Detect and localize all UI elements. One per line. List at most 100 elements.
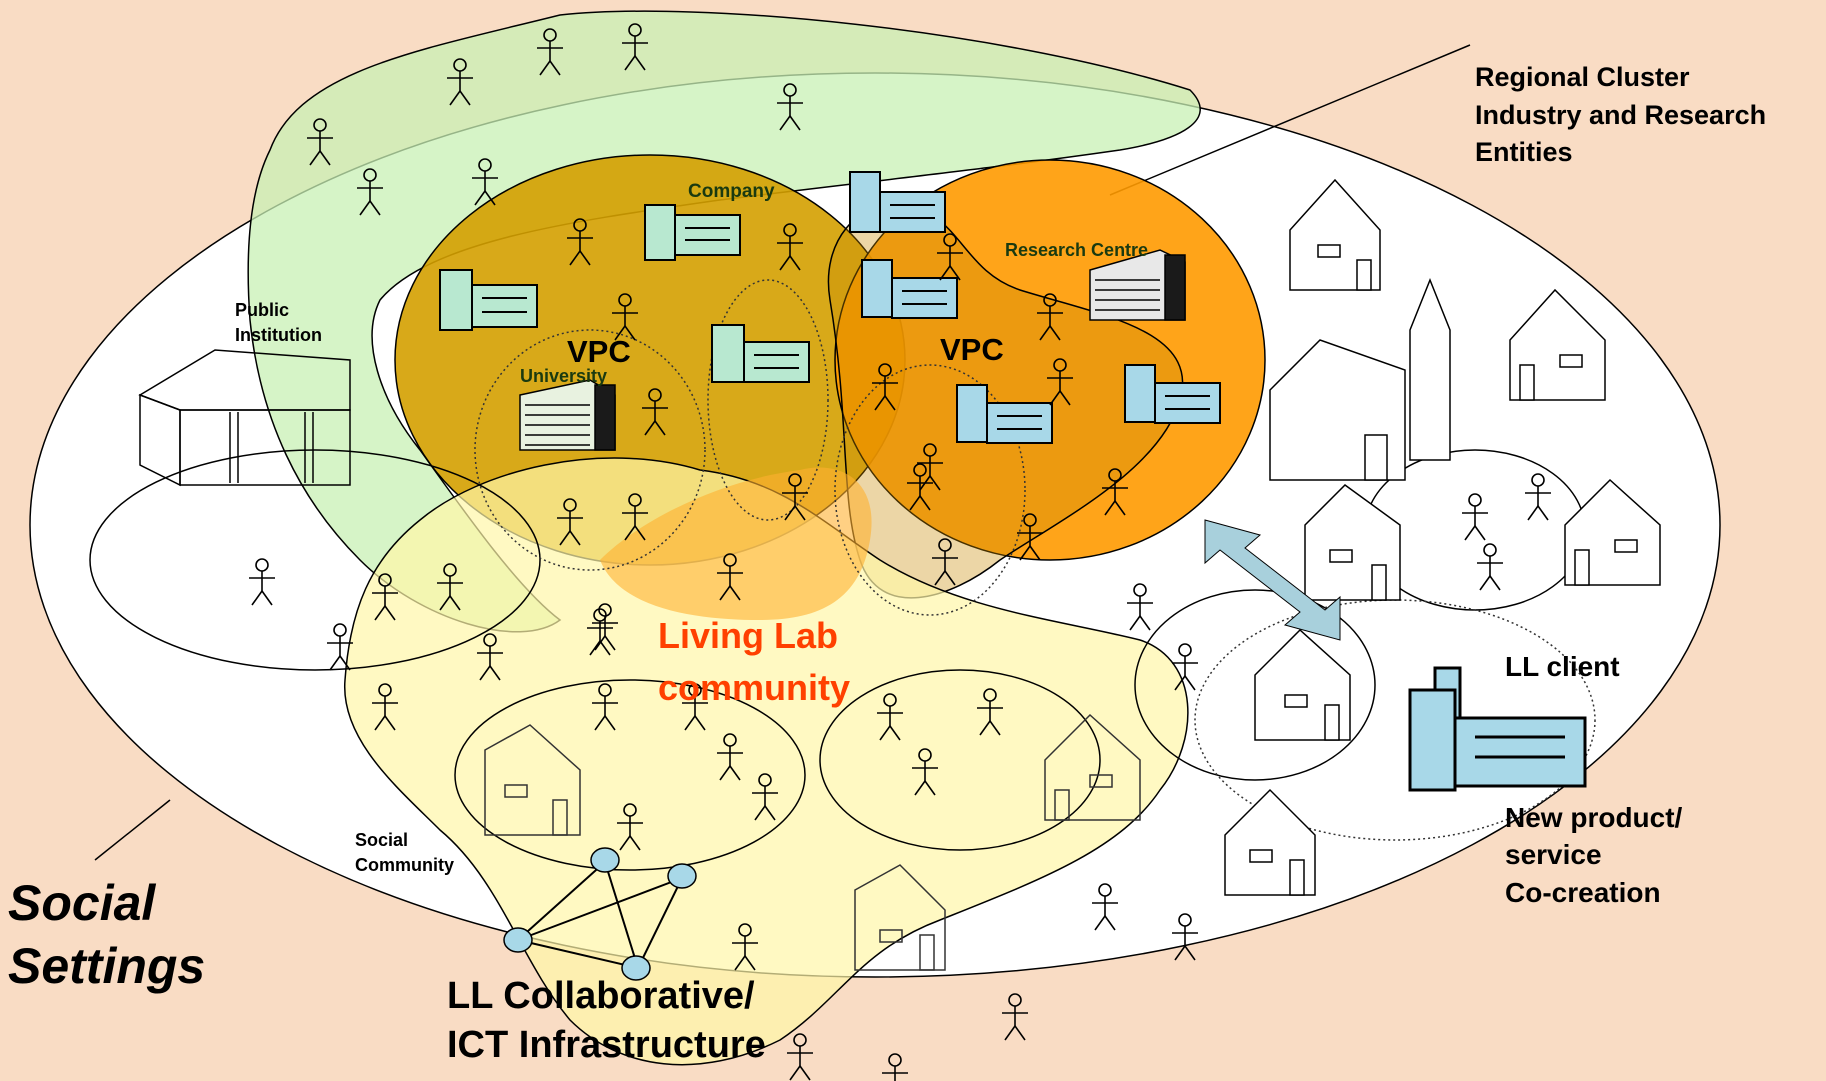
person-icon xyxy=(912,748,938,796)
person-icon xyxy=(937,233,963,281)
co-creation-label-3: Co-creation xyxy=(1505,877,1661,908)
person-icon xyxy=(732,923,758,971)
social-community-ellipse-5 xyxy=(1134,589,1376,781)
company-label: Company xyxy=(688,181,775,202)
ll-client-label: LL client xyxy=(1505,651,1620,682)
living-lab-core xyxy=(600,467,872,620)
person-icon xyxy=(372,573,398,621)
house-icon xyxy=(1509,288,1606,401)
person-icon xyxy=(1092,883,1118,931)
social-community-ellipse-2 xyxy=(454,679,806,871)
social-community-label-1: Social xyxy=(355,830,408,850)
house-icon xyxy=(1254,628,1351,741)
network-node-icon xyxy=(667,863,697,889)
university-label: University xyxy=(520,366,607,386)
person-icon xyxy=(372,683,398,731)
co-creation-label-2: service xyxy=(1505,839,1602,870)
people-group xyxy=(249,23,1551,1081)
person-icon xyxy=(782,473,808,521)
house-icon xyxy=(484,724,581,836)
person-icon xyxy=(622,493,648,541)
person-icon xyxy=(472,158,498,206)
co-creation-label-1: New product/ xyxy=(1505,802,1683,833)
person-icon xyxy=(932,538,958,586)
university-icon xyxy=(519,379,616,451)
company-building-icon xyxy=(439,269,538,331)
person-icon xyxy=(1462,493,1488,541)
person-icon xyxy=(557,498,583,546)
ll-infrastructure-label-1: LL Collaborative/ xyxy=(447,975,755,1017)
living-lab-label-2: community xyxy=(658,667,850,708)
regional-cluster-label-3: Entities xyxy=(1475,137,1573,167)
person-icon xyxy=(1172,913,1198,961)
person-icon xyxy=(682,683,708,731)
house-icon xyxy=(1304,484,1401,601)
public-institution-icon xyxy=(138,349,351,487)
vpc-right-label: VPC xyxy=(940,332,1004,367)
company-building-icon xyxy=(644,204,741,261)
house-icon xyxy=(1224,788,1316,896)
person-icon xyxy=(249,558,275,606)
public-institution-label-1: Public xyxy=(235,300,289,320)
person-icon xyxy=(777,83,803,131)
person-icon xyxy=(622,23,648,71)
vpc-dotted-3 xyxy=(834,364,1026,616)
social-community-ellipse-1 xyxy=(89,449,541,671)
person-icon xyxy=(877,693,903,741)
person-icon xyxy=(642,388,668,436)
person-icon xyxy=(717,733,743,781)
social-settings-label-1: Social xyxy=(8,875,156,931)
person-icon xyxy=(1172,643,1198,691)
church-icon xyxy=(1269,277,1451,481)
vpc-dotted-2 xyxy=(707,279,829,521)
person-icon xyxy=(587,608,613,656)
regional-cluster-label-1: Regional Cluster xyxy=(1475,62,1690,92)
person-icon xyxy=(447,58,473,106)
person-icon xyxy=(907,463,933,511)
company-building-icon xyxy=(711,324,810,383)
person-icon xyxy=(617,803,643,851)
person-icon xyxy=(1102,468,1128,516)
person-icon xyxy=(882,1053,908,1081)
person-icon xyxy=(437,563,463,611)
ict-network xyxy=(517,861,683,969)
person-icon xyxy=(592,683,618,731)
person-icon xyxy=(1047,358,1073,406)
regional-cluster-label-2: Industry and Research xyxy=(1475,100,1766,130)
person-icon xyxy=(777,223,803,271)
person-icon xyxy=(327,623,353,671)
social-community-ellipse-3 xyxy=(819,669,1101,851)
person-icon xyxy=(977,688,1003,736)
person-icon xyxy=(477,633,503,681)
public-institution-label-2: Institution xyxy=(235,325,322,345)
person-icon xyxy=(537,28,563,76)
person-icon xyxy=(567,218,593,266)
company-building-icon xyxy=(849,171,946,233)
person-icon xyxy=(1477,543,1503,591)
person-icon xyxy=(1127,583,1153,631)
social-settings-pointer xyxy=(94,799,171,861)
vpc-dotted-1 xyxy=(474,329,706,571)
social-settings-label-2: Settings xyxy=(8,938,205,994)
social-community-label-2: Community xyxy=(355,855,454,875)
research-centre-label: Research Centre xyxy=(1005,240,1148,260)
person-icon xyxy=(612,293,638,341)
ll-infrastructure-label-2: ICT Infrastructure xyxy=(447,1024,766,1066)
company-building-icon xyxy=(956,384,1053,444)
person-icon xyxy=(307,118,333,166)
house-icon xyxy=(1564,478,1661,586)
research-centre-icon xyxy=(1089,249,1186,321)
house-icon xyxy=(1289,178,1381,291)
person-icon xyxy=(357,168,383,216)
network-node-icon xyxy=(590,847,620,873)
person-icon xyxy=(752,773,778,821)
person-icon xyxy=(1037,293,1063,341)
company-building-icon xyxy=(861,259,958,319)
house-icon xyxy=(1044,713,1141,821)
person-icon xyxy=(787,1033,813,1081)
person-icon xyxy=(872,363,898,411)
person-icon xyxy=(717,553,743,601)
person-icon xyxy=(1002,993,1028,1041)
person-icon xyxy=(1525,473,1551,521)
